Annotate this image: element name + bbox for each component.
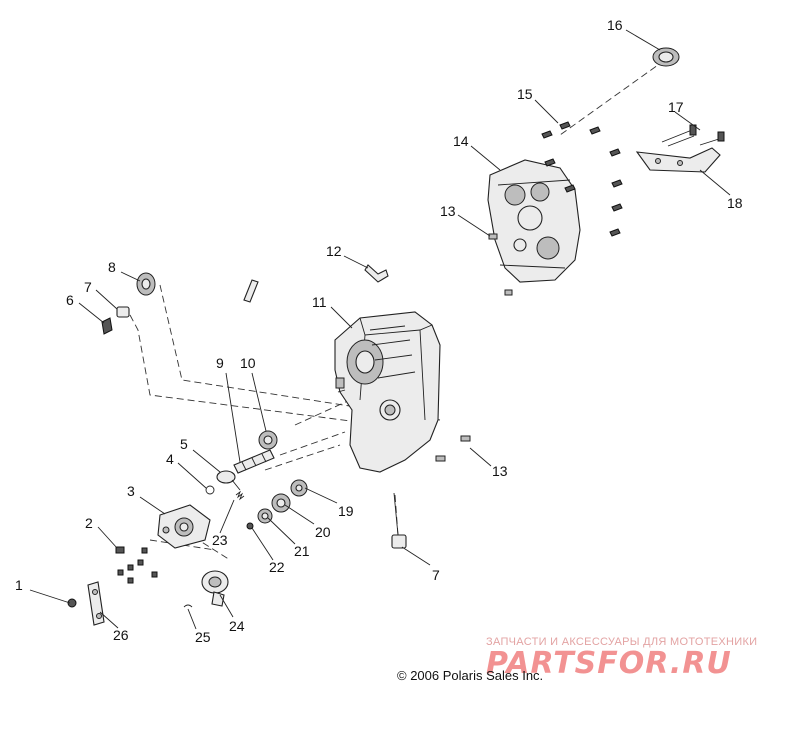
part-6 [101,317,113,335]
callout-2: 2 [85,515,93,531]
callout-labels: 1 2 3 4 5 6 7 8 9 10 11 12 13 13 14 15 1… [15,17,743,645]
transmission-main-housing [334,311,441,473]
callout-23: 23 [212,532,228,548]
watermark: ЗАПЧАСТИ И АКСЕССУАРЫ ДЛЯ МОТОТЕХНИКИ PA… [486,636,786,681]
fitting-12 [364,264,389,283]
callout-25: 25 [195,629,211,645]
callout-9: 9 [216,355,224,371]
clip-25 [183,604,193,608]
callout-13-upper: 13 [440,203,456,219]
gear-20 [271,493,291,513]
part-22 [246,522,254,530]
motor-housing-3 [157,504,211,549]
callout-15: 15 [517,86,533,102]
callout-1: 1 [15,577,23,593]
callout-6: 6 [66,292,74,308]
callout-11: 11 [312,294,327,310]
nut-1 [67,598,77,608]
shaft-9 [233,449,275,474]
callout-leaders [29,29,731,630]
callout-5: 5 [180,436,188,452]
callout-7-lower: 7 [432,567,440,583]
callout-24: 24 [229,618,245,634]
cover-bolts [541,121,623,237]
callout-4: 4 [166,451,174,467]
callout-26: 26 [113,627,129,643]
gear-10 [258,430,278,450]
callout-12: 12 [326,243,342,259]
copyright-notice: © 2006 Polaris Sales Inc. [397,668,544,683]
callout-7: 7 [84,279,92,295]
bearing-16 [652,47,680,67]
bracket-26 [87,581,105,626]
assembly-dashed-lines [129,59,666,561]
callout-22: 22 [269,559,285,575]
bracket-18 [635,147,721,173]
watermark-brand: PARTSFOR.RU [486,646,732,681]
spring-23 [235,490,245,501]
fork-5 [216,470,241,491]
spring-pin [243,279,259,303]
callout-10: 10 [240,355,256,371]
small-screws [117,547,158,584]
long-bolts-17 [661,124,725,147]
callout-13-lower: 13 [492,463,508,479]
callout-3: 3 [127,483,135,499]
callout-8: 8 [108,259,116,275]
callout-17: 17 [668,99,684,115]
plug-7-upper [116,306,130,318]
callout-18: 18 [727,195,743,211]
washer-21 [257,508,273,524]
callout-20: 20 [315,524,331,540]
sensor-24 [201,570,229,607]
callout-14: 14 [453,133,469,149]
ring-4 [205,485,215,495]
watermark-tagline: ЗАПЧАСТИ И АКСЕССУАРЫ ДЛЯ МОТОТЕХНИКИ [486,636,758,648]
gear-19 [290,479,308,497]
callout-21: 21 [294,543,310,559]
plug-7-lower [391,534,407,549]
seal-8 [136,272,156,296]
dowel-pins-13 [435,233,513,462]
callout-19: 19 [338,503,354,519]
transmission-side-cover [487,159,581,283]
callout-16: 16 [607,17,623,33]
bolt-2 [115,546,125,554]
